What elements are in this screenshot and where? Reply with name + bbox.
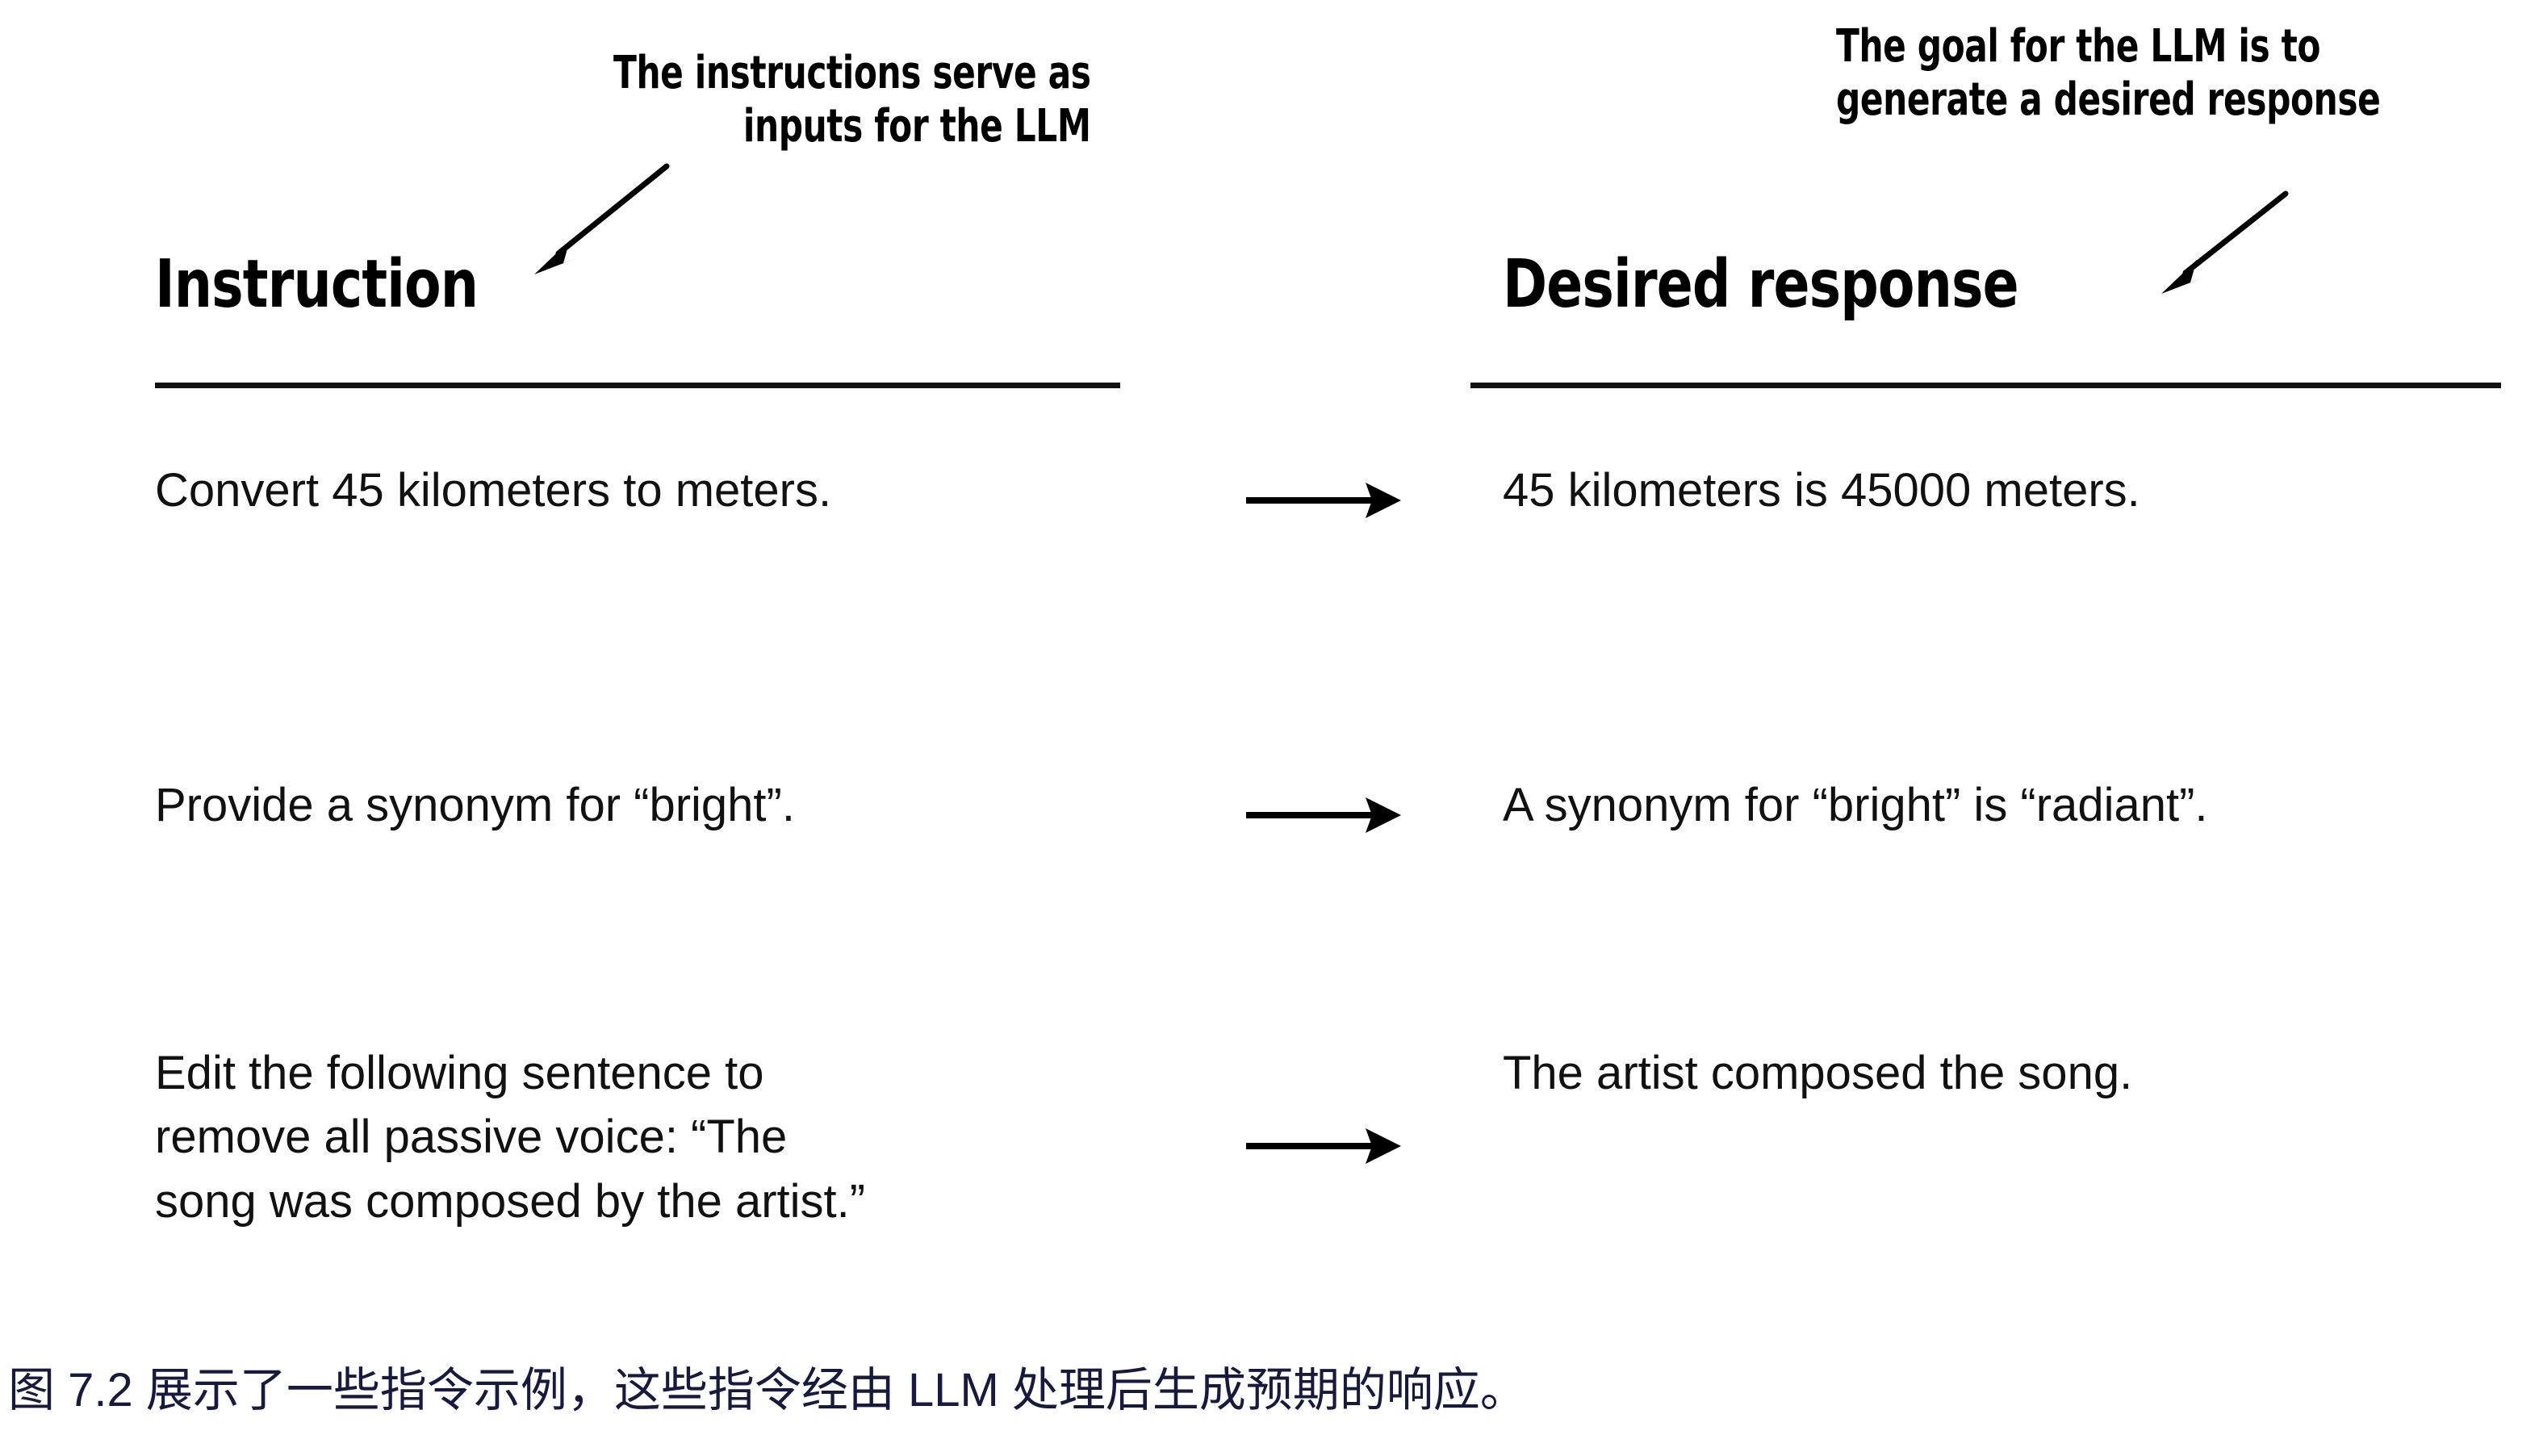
annotation-response-line-1: The goal for the LLM is to: [1836, 20, 2321, 73]
instruction-line: Provide a synonym for “bright”.: [155, 779, 795, 831]
column-rule-desired-response: [1470, 383, 2501, 388]
annotation-instruction-callout: The instructions serve as inputs for the…: [613, 47, 1091, 153]
response-line: A synonym for “bright” is “radiant”.: [1503, 779, 2208, 831]
pointer-arrow-down-left-icon: [2161, 190, 2289, 294]
instruction-line: song was composed by the artist.”: [155, 1174, 866, 1228]
instruction-cell: Edit the following sentence to remove al…: [155, 1041, 1172, 1233]
response-line: The artist composed the song.: [1503, 1047, 2133, 1099]
column-header-instruction: Instruction: [155, 246, 479, 323]
instruction-line: Edit the following sentence to: [155, 1047, 764, 1099]
annotation-response-callout: The goal for the LLM is to generate a de…: [1836, 20, 2381, 127]
column-rule-instruction: [155, 383, 1120, 388]
annotation-response-line-2: generate a desired response: [1836, 73, 2381, 127]
right-arrow-icon: [1246, 1128, 1401, 1164]
annotation-instruction-line-2: inputs for the LLM: [742, 100, 1091, 153]
column-header-desired-response: Desired response: [1503, 246, 2019, 323]
instruction-line: Convert 45 kilometers to meters.: [155, 464, 832, 517]
pointer-arrow-down-left-icon: [534, 163, 670, 274]
right-arrow-icon: [1246, 797, 1401, 833]
instruction-line: remove all passive voice: “The: [155, 1111, 788, 1164]
annotation-instruction-line-1: The instructions serve as: [613, 47, 1091, 99]
right-arrow-icon: [1246, 483, 1401, 518]
instruction-cell: Convert 45 kilometers to meters.: [155, 458, 1172, 522]
figure-caption: 图 7.2 展示了一些指令示例，这些指令经由 LLM 处理后生成预期的响应。: [8, 1364, 1527, 1416]
response-cell: A synonym for “bright” is “radiant”.: [1503, 773, 2520, 837]
response-line: 45 kilometers is 45000 meters.: [1503, 464, 2140, 517]
response-cell: 45 kilometers is 45000 meters.: [1503, 458, 2520, 522]
response-cell: The artist composed the song.: [1503, 1041, 2520, 1105]
instruction-cell: Provide a synonym for “bright”.: [155, 773, 1172, 837]
